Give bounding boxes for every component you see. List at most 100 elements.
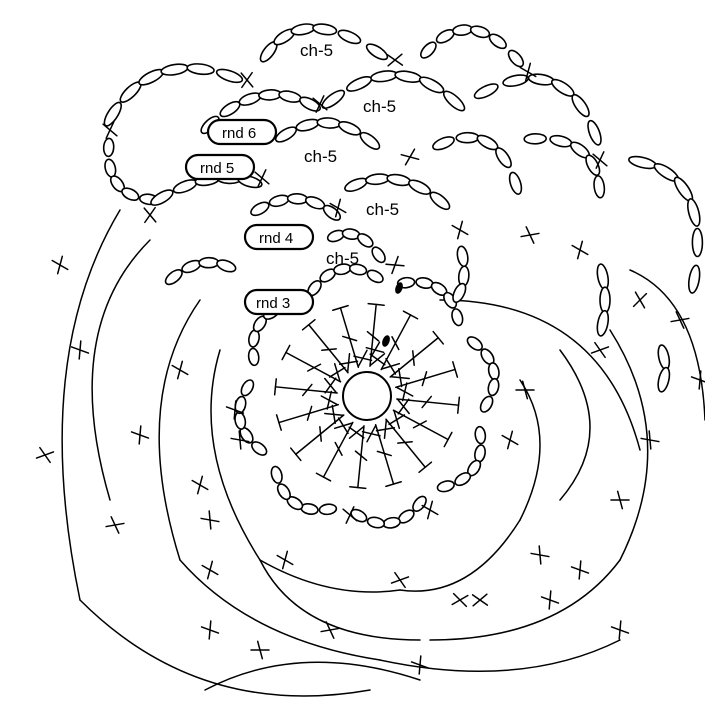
chain-loop [465,334,500,414]
chain-loop [595,263,610,337]
sc-stroke [40,448,50,463]
chain-loop [349,494,429,529]
chain-stitch-icon [418,74,446,95]
sc-stroke [139,426,141,444]
chain-stitch-icon [215,67,244,85]
chain-stitch-icon [248,348,260,366]
chain-stitch-icon [418,40,439,61]
svg-text:rnd 6: rnd 6 [222,125,256,142]
chain-stitch-icon [656,366,671,392]
sc-stroke [389,415,404,424]
chain-stitch-icon [585,119,603,146]
chain-label: ch-5 [326,249,359,268]
single-crochet-icon [398,399,409,414]
dc-top [275,379,277,395]
chain-stitch-icon [172,177,199,195]
chain-loop [163,258,237,288]
sc-stroke [208,561,213,578]
sc-stroke [178,361,183,378]
chain-stitch-icon [456,133,479,143]
single-crochet-icon [52,256,68,273]
chain-stitch-icon [312,23,337,37]
chain-stitch-icon [358,130,382,152]
chain-loop [270,465,337,515]
single-crochet-icon [392,573,409,588]
chain-loop [234,378,269,458]
chain-stitch-icon [218,99,242,120]
sc-stroke [386,359,395,374]
sc-stroke [339,418,348,433]
chain-stitch-icon [583,153,602,177]
chain-stitch-icon [450,308,464,327]
chain-stitch-icon [370,245,388,265]
chain-stitch-icon [259,89,282,100]
magic-ring-icon [343,372,391,420]
single-crochet-icon [366,342,383,358]
chain-stitch-icon [407,177,433,197]
round-arc [205,662,420,690]
single-crochet-icon [144,208,156,223]
svg-text:rnd 3: rnd 3 [256,295,290,312]
round-arc [610,330,648,560]
single-crochet-icon [388,54,403,66]
chain-stitch-icon [319,503,337,515]
single-crochet-icon [542,591,559,609]
dc-bar [413,351,414,365]
chain-stitch-icon [290,22,315,36]
single-crochet-icon [172,361,188,378]
round-arc [400,520,520,591]
chain-label: ch-5 [304,147,337,166]
dc-bar [322,349,336,350]
chain-stitch-icon [187,63,215,76]
sc-stroke [539,546,541,564]
single-crochet-icon [325,378,336,393]
chain-stitch-icon [692,228,702,256]
chain-stitch-icon [365,173,390,186]
chain-loop [101,62,244,128]
sc-stroke [508,431,513,448]
dc-top [444,432,452,446]
chain-stitch-icon [337,119,362,137]
chain-stitch-icon [149,187,175,208]
chain-stitch-icon [506,48,526,69]
chain-stitch-icon [478,394,495,414]
sc-stroke [366,348,383,353]
chain-stitch-icon [549,134,573,149]
chain-stitch-icon [382,516,401,529]
chain-stitch-icon [628,154,658,170]
chain-stitch-icon [364,41,389,62]
round-5-tag: rnd 5 [186,155,254,179]
chain-stitch-icon [687,265,701,294]
single-crochet-icon [349,427,364,438]
chain-stitch-icon [199,258,219,268]
chain-stitch-icon [160,62,188,76]
chain-stitch-icon [507,171,523,196]
chain-loop [656,344,671,393]
single-crochet-icon [634,292,647,308]
chain-loop [418,24,526,69]
chain-loops [101,22,702,529]
single-crochet-icon [401,149,418,165]
sc-stroke [79,341,81,359]
chain-stitch-icon [287,193,307,204]
single-crochet-icon [386,257,404,274]
chain-stitch-icon [487,378,500,397]
single-crochet-icon [572,561,589,579]
single-crochet-icon [473,594,488,606]
single-crochet-icon [202,561,218,578]
single-crochet-icon [516,381,534,398]
sc-stroke [549,591,551,609]
dc-bar [398,442,412,443]
chain-stitch-icon [386,173,411,187]
dc-top [291,448,301,460]
sc-stroke [596,152,604,168]
round-arc [560,350,590,500]
single-crochet-icon [37,448,54,463]
chain-stitch-icon [234,411,247,430]
sc-stroke [283,551,288,568]
chain-stitch-icon [163,267,185,287]
single-crochet-icon [531,546,549,564]
chain-stitch-icon [239,378,256,398]
sc-stroke [330,368,345,377]
chain-stitch-icon [278,89,302,104]
